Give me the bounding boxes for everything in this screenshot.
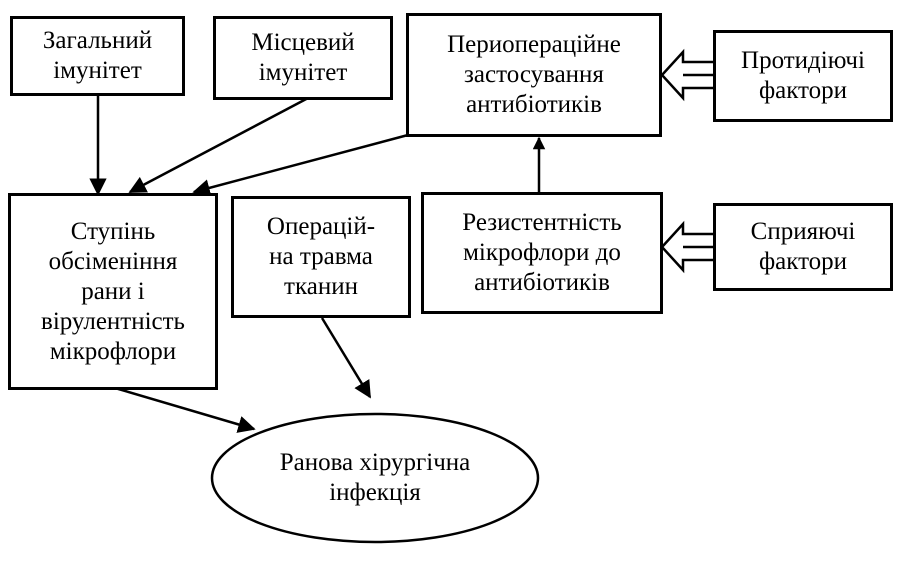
node-counteracting-factors-label: Протидіючі фактори xyxy=(741,47,865,104)
node-resistance-label: Резистентність мікрофлори до антибіотикі… xyxy=(462,209,622,296)
node-local-immunity: Місцевий імунітет xyxy=(213,16,393,100)
node-contributing-factors-label: Сприяючі фактори xyxy=(750,218,856,275)
hollow-arrow-contributing xyxy=(660,220,714,274)
hollow-arrow-counteracting xyxy=(660,48,714,102)
arrow-antibiotics-to-contamination xyxy=(192,133,409,197)
node-operative-trauma: Операцій- на травма тканин xyxy=(231,196,411,318)
node-wound-infection: Ранова хірургічна інфекція xyxy=(215,420,535,536)
arrow-local-to-contamination xyxy=(128,95,311,194)
node-resistance: Резистентність мікрофлори до антибіотикі… xyxy=(421,192,663,314)
node-general-immunity: Загальний імунітет xyxy=(10,16,185,96)
node-perioperative-antibiotics: Периопераційне застосування антибіотиків xyxy=(406,13,662,137)
node-contamination-virulence: Ступінь обсіменіння рани і вірулентність… xyxy=(8,193,218,390)
arrow-contamination-to-infection xyxy=(114,386,256,433)
node-wound-infection-label: Ранова хірургічна інфекція xyxy=(279,449,471,506)
node-operative-trauma-label: Операцій- на травма тканин xyxy=(266,213,376,300)
arrow-trauma-to-infection xyxy=(320,317,372,399)
node-local-immunity-label: Місцевий імунітет xyxy=(251,29,355,86)
node-general-immunity-label: Загальний імунітет xyxy=(42,27,153,84)
infection-ellipse xyxy=(210,412,540,544)
node-contamination-virulence-label: Ступінь обсіменіння рани і вірулентність… xyxy=(41,217,185,365)
node-perioperative-antibiotics-label: Периопераційне застосування антибіотиків xyxy=(447,31,621,118)
node-counteracting-factors: Протидіючі фактори xyxy=(713,30,893,122)
node-contributing-factors: Сприяючі фактори xyxy=(713,203,893,291)
